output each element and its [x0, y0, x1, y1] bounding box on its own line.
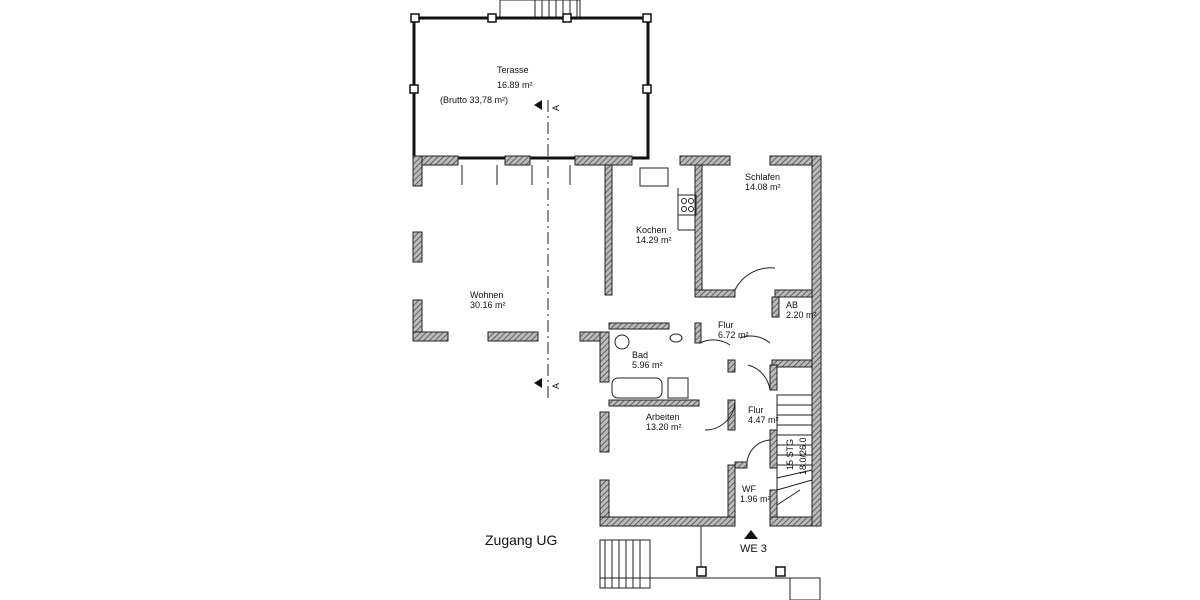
section-arrow-icon [534, 100, 542, 110]
unit-label: WE 3 [740, 543, 767, 555]
hall1-name: Flur [718, 320, 734, 330]
terrace-gross: (Brutto 33,78 m²) [440, 95, 508, 105]
room-labels: Terasse 16.89 m² (Brutto 33,78 m²) Wohne… [440, 65, 817, 555]
stair-ratio-label: 18.0/26.0 [798, 437, 808, 475]
terrace-area: 16.89 m² [497, 80, 533, 90]
kitchen-name: Kochen [636, 225, 667, 235]
bath-name: Bad [632, 350, 648, 360]
living-name: Wohnen [470, 290, 503, 300]
access-label: Zugang UG [485, 532, 557, 548]
living-area: 30.16 m² [470, 300, 506, 310]
interior-stairs: 15 STG 18.0/26.0 [776, 394, 813, 518]
storage-area: 2.20 m² [786, 310, 817, 320]
terrace-name: Terasse [497, 65, 529, 75]
study-area: 13.20 m² [646, 422, 682, 432]
section-label-top: A [551, 105, 561, 111]
bedroom-name: Schlafen [745, 172, 780, 182]
fixtures [461, 165, 776, 463]
entrance-triangle-icon [744, 530, 758, 539]
section-arrow-icon [534, 378, 542, 388]
bedroom-area: 14.08 m² [745, 182, 781, 192]
bath-area: 5.96 m² [632, 360, 663, 370]
terrace [409, 13, 652, 160]
walls [412, 155, 822, 527]
section-line: A A [534, 100, 561, 400]
wc-name: WF [742, 484, 756, 494]
kitchen-area: 14.29 m² [636, 235, 672, 245]
wc-area: 1.96 m² [740, 494, 771, 504]
study-name: Arbeiten [646, 412, 680, 422]
entrance-stairs [599, 526, 821, 600]
section-label-bottom: A [551, 383, 561, 389]
hall2-name: Flur [748, 405, 764, 415]
hall2-area: 4.47 m² [748, 415, 779, 425]
storage-name: AB [786, 300, 798, 310]
stair-steps-label: 15 STG [785, 439, 795, 470]
hall1-area: 6.72 m² [718, 330, 749, 340]
